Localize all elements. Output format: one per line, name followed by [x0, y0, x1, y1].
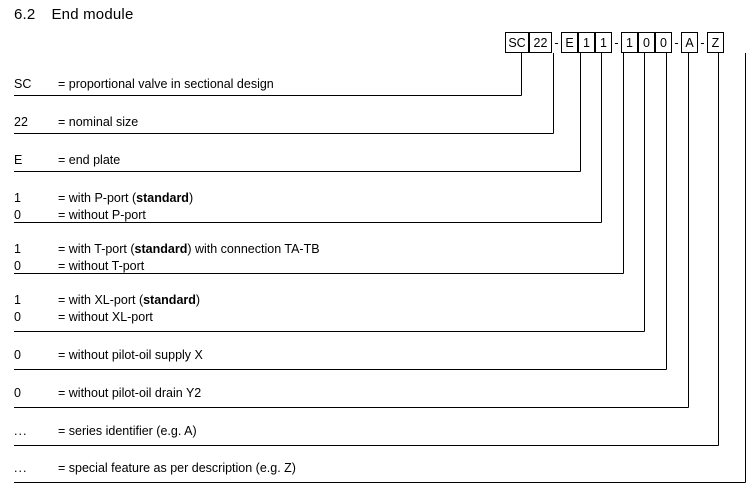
code-separator: -: [674, 35, 679, 50]
code-box: E: [561, 32, 578, 53]
code-box: 1: [595, 32, 612, 53]
legend-code: 22: [14, 115, 28, 129]
legend-code: 1: [14, 191, 21, 205]
legend-description: = end plate: [58, 153, 121, 167]
legend-line: ... = series identifier (e.g. A): [14, 423, 197, 440]
code-box: A: [681, 32, 698, 53]
legend-code: 0: [14, 208, 21, 222]
legend-code: 0: [14, 259, 21, 273]
legend-emphasis: standard: [134, 242, 188, 256]
legend-description: = without pilot-oil supply X: [58, 348, 203, 362]
legend-line: 1 = with P-port (standard): [14, 190, 193, 207]
section-number: 6.2: [14, 6, 36, 23]
code-box: 1: [578, 32, 595, 53]
legend-line: E = end plate: [14, 152, 120, 169]
legend-description: = nominal size: [58, 115, 139, 129]
code-separator: -: [554, 35, 559, 50]
legend-code: 0: [14, 386, 21, 400]
code-box: 1: [621, 32, 638, 53]
code-box: SC: [505, 32, 529, 53]
legend-line: SC = proportional valve in sectional desi…: [14, 76, 274, 93]
legend-line: 0 = without XL-port: [14, 309, 200, 326]
legend-row: E = end plate: [14, 152, 120, 169]
code-separator: -: [700, 35, 705, 50]
legend-line: ... = special feature as per description …: [14, 460, 296, 477]
legend-line: 0 = without pilot-oil drain Y2: [14, 385, 201, 402]
legend-emphasis: standard: [143, 293, 196, 307]
legend-row: 0 = without pilot-oil drain Y2: [14, 385, 201, 402]
legend-description: = without T-port: [58, 259, 145, 273]
legend-code: E: [14, 153, 23, 167]
legend-row: 1 = with XL-port (standard) 0 = without XL-…: [14, 292, 200, 326]
legend-line: 1 = with T-port (standard) with connectio…: [14, 241, 320, 258]
legend-line: 1 = with XL-port (standard): [14, 292, 200, 309]
legend-code: SC: [14, 77, 32, 91]
legend-code: 1: [14, 242, 21, 256]
legend-row: ... = special feature as per description …: [14, 460, 296, 477]
legend-code: ...: [14, 424, 28, 438]
legend-line: 0 = without pilot-oil supply X: [14, 347, 203, 364]
legend-row: 1 = with P-port (standard) 0 = without P-po…: [14, 190, 193, 224]
legend-code: 0: [14, 348, 21, 362]
legend-description: = without XL-port: [58, 310, 153, 324]
legend-line: 0 = without P-port: [14, 207, 193, 224]
legend-description: = special feature as per description (e.…: [58, 461, 296, 475]
legend-code: 1: [14, 293, 21, 307]
legend-row: 1 = with T-port (standard) with connectio…: [14, 241, 320, 275]
legend-row: SC = proportional valve in sectional desi…: [14, 76, 274, 93]
code-box: 22: [529, 32, 552, 53]
legend-description: = with T-port (standard) with connection…: [58, 242, 320, 256]
legend-row: ... = series identifier (e.g. A): [14, 423, 197, 440]
legend-line: 0 = without T-port: [14, 258, 320, 275]
legend-description: = without pilot-oil drain Y2: [58, 386, 202, 400]
legend-description: = with P-port (standard): [58, 191, 194, 205]
code-box: 0: [655, 32, 672, 53]
section-title: End module: [51, 6, 134, 23]
legend-description: = with XL-port (standard): [58, 293, 201, 307]
legend-code: 0: [14, 310, 21, 324]
legend-line: 22 = nominal size: [14, 114, 138, 131]
code-box: Z: [707, 32, 724, 53]
legend-row: 0 = without pilot-oil supply X: [14, 347, 203, 364]
legend-description: = without P-port: [58, 208, 146, 222]
page-title: 6.2 End module: [14, 6, 134, 23]
legend-emphasis: standard: [136, 191, 189, 205]
legend-row: 22 = nominal size: [14, 114, 138, 131]
code-box: 0: [638, 32, 655, 53]
legend-code: ...: [14, 461, 28, 475]
legend-description: = proportional valve in sectional design: [58, 77, 274, 91]
legend-description: = series identifier (e.g. A): [58, 424, 197, 438]
code-separator: -: [614, 35, 619, 50]
